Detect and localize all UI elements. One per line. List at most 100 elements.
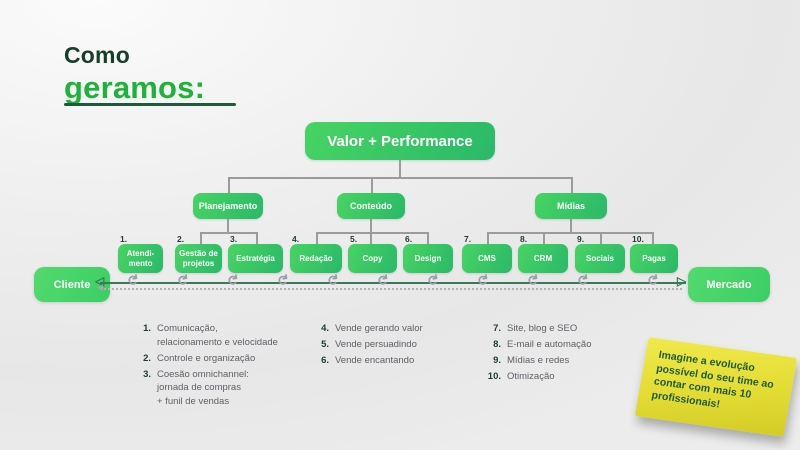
item-box-copy: Copy: [348, 244, 397, 273]
connector-line: [543, 232, 545, 244]
sync-loop-icon: ↻: [423, 272, 442, 288]
legend-item-text: Vende gerando valor: [335, 323, 423, 334]
legend-item-number: 9.: [493, 355, 501, 366]
item-sociais: 9. Sociais: [575, 234, 625, 273]
title-underline: [64, 103, 236, 106]
connector-line: [256, 232, 258, 244]
sync-loop-icon: ↻: [573, 272, 592, 288]
item-number: 4.: [292, 234, 300, 244]
connector-line: [316, 232, 318, 244]
arrowhead-left-icon: ◁: [95, 274, 105, 288]
branch-box-conteudo: Conteúdo: [337, 193, 405, 219]
legend-item: 4. Vende gerando valor: [312, 322, 472, 336]
arrowhead-right-icon: ▷: [677, 274, 687, 288]
sync-loop-icon: ↻: [173, 272, 192, 288]
connector-line: [228, 177, 572, 179]
legend-item-text: Controle e organização: [157, 352, 256, 364]
legend-item-text: Otimização: [507, 371, 555, 382]
legend-item-text: Coesão omnichannel: jornada de compras +…: [157, 368, 249, 407]
item-box-cms: CMS: [462, 244, 512, 273]
mercado-box: Mercado: [688, 267, 770, 302]
legend-item-number: 4.: [321, 323, 329, 334]
sync-loop-icon: ↻: [643, 272, 662, 288]
sync-loop-icon: ↻: [473, 272, 492, 288]
item-box-pagas: Pagas: [630, 244, 678, 273]
legend-col-midias: 7. Site, blog e SEO 8. E-mail e automaçã…: [484, 322, 644, 386]
item-pagas: 10. Pagas: [630, 234, 678, 273]
branch-box-midias: Mídias: [535, 193, 607, 219]
legend-item: 2. Controle e organização: [134, 352, 314, 366]
item-copy: 5. Copy: [348, 234, 397, 273]
item-box-redacao: Redação: [290, 244, 342, 273]
legend-item-number: 2.: [143, 352, 151, 364]
sticky-note: Imagine a evolução possível do seu time …: [634, 337, 798, 437]
item-box-estrategia: Estratégia: [228, 244, 283, 273]
item-number: 9.: [577, 234, 585, 244]
connector-line: [652, 232, 654, 244]
legend-item-number: 8.: [493, 339, 501, 350]
legend-item: 9. Mídias e redes: [484, 354, 644, 368]
legend-item: 5. Vende persuadindo: [312, 338, 472, 352]
sync-loop-icon: ↻: [223, 272, 242, 288]
connector-line: [371, 177, 373, 193]
item-atendimento: 1. Atendi- mento: [118, 234, 163, 273]
legend-item-text: Comunicação, relacionamento e velocidade: [157, 323, 278, 348]
connector-line: [570, 219, 572, 232]
item-box-design: Design: [403, 244, 453, 273]
item-number: 1.: [120, 234, 128, 244]
branch-box-planejamento: Planejamento: [193, 193, 263, 219]
connector-line: [399, 160, 401, 178]
item-number: 7.: [464, 234, 472, 244]
item-design: 6. Design: [403, 234, 453, 273]
connector-line: [600, 232, 602, 244]
legend-item: 8. E-mail e automação: [484, 338, 644, 352]
legend-item-number: 1.: [143, 323, 151, 334]
legend-item-number: 7.: [493, 323, 501, 334]
item-number: 6.: [405, 234, 413, 244]
legend-item-text: E-mail e automação: [507, 339, 592, 350]
item-box-atendimento: Atendi- mento: [118, 244, 163, 273]
connector-line: [487, 232, 652, 234]
title-line-1: Como: [64, 42, 130, 68]
legend-item: 1. Comunicação, relacionamento e velocid…: [134, 322, 314, 349]
connector-line: [370, 232, 372, 244]
page-title: Como geramos:: [64, 42, 205, 106]
legend-item-number: 5.: [321, 339, 329, 350]
flow-dotted-line: [104, 288, 682, 290]
legend-item-number: 10.: [487, 371, 501, 382]
root-box-valor-performance: Valor + Performance: [305, 122, 495, 160]
connector-line: [316, 232, 428, 234]
sync-loop-icon: ↻: [523, 272, 542, 288]
item-redacao: 4. Redação: [290, 234, 342, 273]
connector-line: [571, 177, 573, 193]
item-number: 2.: [177, 234, 185, 244]
cliente-box: Cliente: [34, 267, 110, 302]
connector-line: [200, 232, 257, 234]
item-number: 8.: [520, 234, 528, 244]
connector-line: [200, 232, 202, 244]
legend-item-number: 6.: [321, 355, 329, 366]
legend-item-text: Vende encantando: [335, 355, 415, 366]
legend-item: 6. Vende encantando: [312, 354, 472, 368]
connector-line: [427, 232, 429, 244]
legend-item-number: 3.: [143, 368, 151, 380]
legend-item: 3. Coesão omnichannel: jornada de compra…: [134, 368, 314, 409]
gray-arrowhead-icon: ◀: [97, 283, 104, 292]
item-box-crm: CRM: [518, 244, 568, 273]
connector-line: [487, 232, 489, 244]
legend-item: 7. Site, blog e SEO: [484, 322, 644, 336]
title-line-2: geramos:: [64, 70, 206, 105]
legend-item-text: Vende persuadindo: [335, 339, 417, 350]
sync-loop-icon: ↻: [323, 272, 342, 288]
item-box-gestao-de-projetos: Gestão de projetos: [175, 244, 222, 273]
item-box-sociais: Sociais: [575, 244, 625, 273]
item-cms: 7. CMS: [462, 234, 512, 273]
item-crm: 8. CRM: [518, 234, 568, 273]
legend-col-planejamento: 1. Comunicação, relacionamento e velocid…: [134, 322, 314, 411]
sync-loop-icon: ↻: [273, 272, 292, 288]
item-estrategia: 3. Estratégia: [228, 234, 283, 273]
flow-solid-line: [100, 282, 686, 284]
item-number: 10.: [632, 234, 644, 244]
item-gestao-de-projetos: 2. Gestão de projetos: [175, 234, 222, 273]
